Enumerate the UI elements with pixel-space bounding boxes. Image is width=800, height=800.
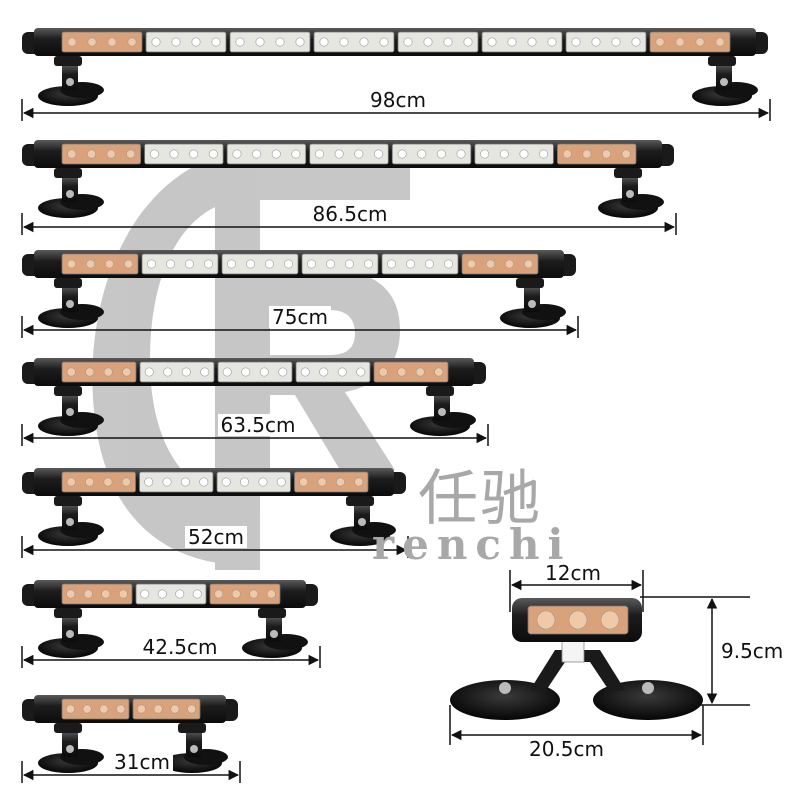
light-bar-1	[21, 28, 771, 121]
dimension-line	[21, 761, 241, 783]
suction-mount-right	[692, 56, 758, 106]
led-module-amber	[461, 253, 539, 275]
led-module-amber	[61, 31, 143, 53]
suction-mount-left	[38, 56, 104, 106]
length-label: 75cm	[269, 306, 331, 328]
led-module-amber	[132, 698, 201, 720]
suction-mount-left	[38, 168, 104, 218]
led-module-amber	[61, 143, 141, 165]
led-module-amber	[294, 471, 369, 493]
led-emitter	[568, 610, 588, 630]
light-bar-2	[21, 140, 677, 235]
light-bar-6	[21, 580, 321, 668]
light-bar-5	[21, 468, 409, 558]
suction-mount-right	[410, 386, 476, 436]
led-module-white	[217, 361, 293, 383]
led-module-white	[313, 31, 395, 53]
led-module-white	[139, 471, 214, 493]
watermark-chinese-text: 任驰	[418, 464, 542, 534]
single-unit-detail	[449, 570, 750, 745]
suction-mount-right	[598, 168, 664, 218]
light-bar-7	[21, 695, 241, 783]
suction-mount-right	[500, 278, 566, 328]
led-module-white	[397, 31, 479, 53]
led-module-white	[144, 143, 224, 165]
suction-mount-right	[330, 496, 396, 546]
base-label: 20.5cm	[526, 738, 608, 760]
led-emitter	[536, 610, 556, 630]
led-module-white	[565, 31, 647, 53]
led-module-white	[221, 253, 299, 275]
led-module-amber	[61, 471, 136, 493]
led-module-white	[474, 143, 554, 165]
led-module-white	[141, 253, 219, 275]
single-unit-dimensions	[449, 570, 750, 745]
mount-bracket	[530, 650, 625, 692]
led-module-white	[226, 143, 307, 165]
suction-mount-right	[242, 608, 308, 658]
led-module-white	[229, 31, 311, 53]
length-label: 98cm	[367, 89, 429, 111]
led-module-white	[309, 143, 389, 165]
led-module-amber	[209, 583, 281, 605]
suction-mount-left	[38, 608, 104, 658]
length-label: 63.5cm	[217, 414, 299, 436]
width-label: 12cm	[542, 562, 604, 584]
led-module-white	[295, 361, 371, 383]
dimension-line	[21, 99, 771, 121]
suction-mount-left	[38, 496, 104, 546]
led-module-white	[135, 583, 207, 605]
label-sticker	[561, 639, 585, 663]
suction-mount-left	[38, 723, 104, 773]
led-module-white	[216, 471, 291, 493]
dimension-line	[21, 536, 409, 558]
dimension-line	[21, 424, 489, 446]
height-label: 9.5cm	[718, 640, 787, 662]
length-label: 42.5cm	[139, 636, 221, 658]
led-module-white	[381, 253, 459, 275]
dimension-line	[21, 646, 321, 668]
suction-mount-right	[162, 723, 228, 773]
suction-mount-left	[38, 278, 104, 328]
watermark-latin-text: renchi	[372, 520, 572, 569]
led-module-amber	[61, 253, 139, 275]
led-module-white	[139, 361, 215, 383]
led-module-amber	[649, 31, 731, 53]
led-module-white	[481, 31, 563, 53]
length-label: 52cm	[185, 526, 247, 548]
dimension-line	[21, 316, 579, 338]
led-module-white	[391, 143, 472, 165]
led-module-amber	[61, 583, 133, 605]
led-module-amber	[373, 361, 449, 383]
led-module-amber	[557, 143, 637, 165]
suction-mount-left	[38, 386, 104, 436]
led-module-white	[301, 253, 379, 275]
length-label: 31cm	[111, 751, 173, 773]
led-module-white	[145, 31, 227, 53]
led-emitter	[600, 610, 620, 630]
led-module-amber	[61, 361, 137, 383]
light-bar-3	[21, 250, 579, 338]
led-module-amber	[61, 698, 130, 720]
dimension-line	[21, 213, 677, 235]
length-label: 86.5cm	[309, 203, 391, 225]
light-bar-4	[21, 358, 489, 446]
